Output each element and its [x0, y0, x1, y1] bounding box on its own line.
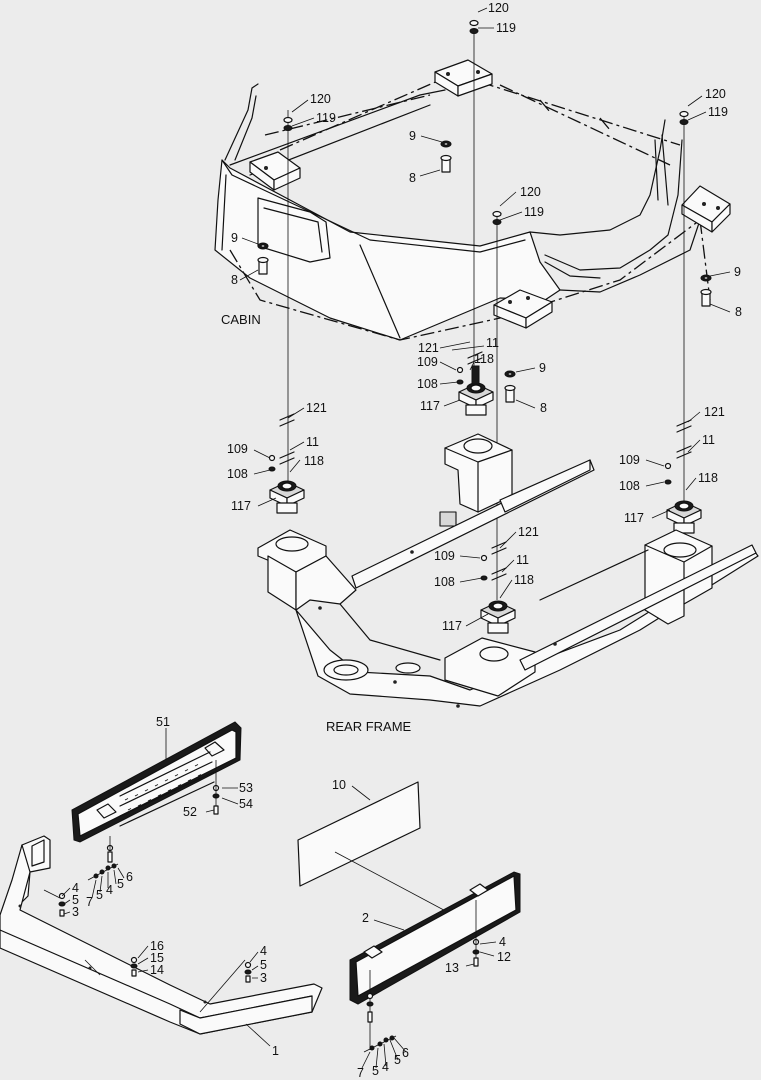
callout: 120	[310, 92, 331, 106]
callout: 4	[382, 1060, 389, 1074]
callout: 121	[306, 401, 327, 415]
callout: 13	[445, 961, 459, 975]
callout: 9	[734, 265, 741, 279]
callout: 109	[417, 355, 438, 369]
isolator-mount-center	[456, 351, 494, 416]
callout: 4	[72, 881, 79, 895]
counterweight-bumper	[0, 835, 323, 1035]
section-labels: CABIN REAR FRAME	[221, 312, 412, 734]
callout: 108	[434, 575, 455, 589]
callout: 11	[486, 336, 499, 350]
callout: 108	[619, 479, 640, 493]
callout: 4	[106, 883, 113, 897]
callout: 51	[156, 715, 170, 729]
rear-frame-label: REAR FRAME	[326, 719, 412, 734]
callout: 1	[272, 1044, 279, 1058]
cabin-bracket-rear-left	[249, 151, 301, 191]
rear-frame	[257, 433, 759, 708]
side-cover-2	[349, 871, 521, 1005]
callout: 108	[417, 377, 438, 391]
callout: 109	[227, 442, 248, 456]
callout: 8	[540, 401, 547, 415]
callout: 8	[231, 273, 238, 287]
leader-lines	[61, 7, 731, 1069]
callout: 118	[304, 454, 324, 468]
callout: 5	[72, 893, 79, 907]
callout: 10	[332, 778, 346, 792]
callout: 117	[624, 511, 644, 525]
callout: 118	[474, 352, 494, 366]
callout: 120	[520, 185, 541, 199]
bolt-washer-sets	[257, 140, 712, 403]
callout: 2	[362, 911, 369, 925]
callout: 117	[231, 499, 251, 513]
callout: 119	[496, 21, 516, 35]
callout: 12	[497, 950, 511, 964]
cabin-bracket-right	[681, 185, 731, 233]
callout: 118	[698, 471, 718, 485]
callout: 7	[86, 895, 93, 909]
callout: 119	[524, 205, 544, 219]
cabin-bracket-rear-center	[434, 59, 493, 97]
callout: 7	[357, 1066, 364, 1080]
callout: 9	[539, 361, 546, 375]
callout: 5	[260, 958, 267, 972]
callout: 4	[260, 944, 267, 958]
callout: 9	[231, 231, 238, 245]
isolator-mount-left	[268, 413, 305, 514]
callout: 121	[518, 525, 539, 539]
isolator-mount-bottom	[480, 541, 516, 634]
callout: 6	[126, 870, 133, 884]
callout: 52	[183, 805, 197, 819]
callout: 109	[619, 453, 640, 467]
callout: 121	[418, 341, 439, 355]
callout: 9	[409, 129, 416, 143]
callout: 54	[239, 797, 253, 811]
callout: 5	[96, 888, 103, 902]
callout: 5	[394, 1053, 401, 1067]
callout: 119	[708, 105, 728, 119]
callout: 120	[488, 1, 509, 15]
callout: 14	[150, 963, 164, 977]
callout: 5	[372, 1064, 379, 1078]
callout: 11	[306, 435, 319, 449]
callout: 108	[227, 467, 248, 481]
callout: 6	[402, 1046, 409, 1060]
callout: 109	[434, 549, 455, 563]
callout: 119	[316, 111, 336, 125]
isolator-mount-right	[664, 419, 702, 534]
callout: 120	[705, 87, 726, 101]
callout: 117	[442, 619, 462, 633]
callout: 53	[239, 781, 253, 795]
perforated-cover-51	[71, 721, 242, 843]
callout: 4	[499, 935, 506, 949]
cover-hardware	[43, 760, 480, 1053]
perforation-dots	[124, 764, 202, 811]
callout: 15	[150, 951, 164, 965]
callout: 16	[150, 939, 164, 953]
callout: 8	[409, 171, 416, 185]
callout: 121	[704, 405, 725, 419]
callout: 11	[702, 433, 715, 447]
callout: 5	[117, 877, 124, 891]
callout: 3	[260, 971, 267, 985]
mount-axis-lines	[287, 30, 685, 600]
washer-group-top	[283, 19, 689, 225]
callout: 8	[735, 305, 742, 319]
callout: 117	[420, 399, 440, 413]
callout: 11	[516, 553, 529, 567]
cabin-label: CABIN	[221, 312, 261, 327]
cabin-bracket-front	[493, 289, 553, 329]
callout: 118	[514, 573, 534, 587]
callout: 3	[72, 905, 79, 919]
callout-numbers: 120 119 120 119 120 119 120 119 9 8 9 8 …	[72, 1, 742, 1080]
cabin-mount-outline	[229, 79, 711, 341]
rubber-pad-10	[297, 781, 456, 917]
